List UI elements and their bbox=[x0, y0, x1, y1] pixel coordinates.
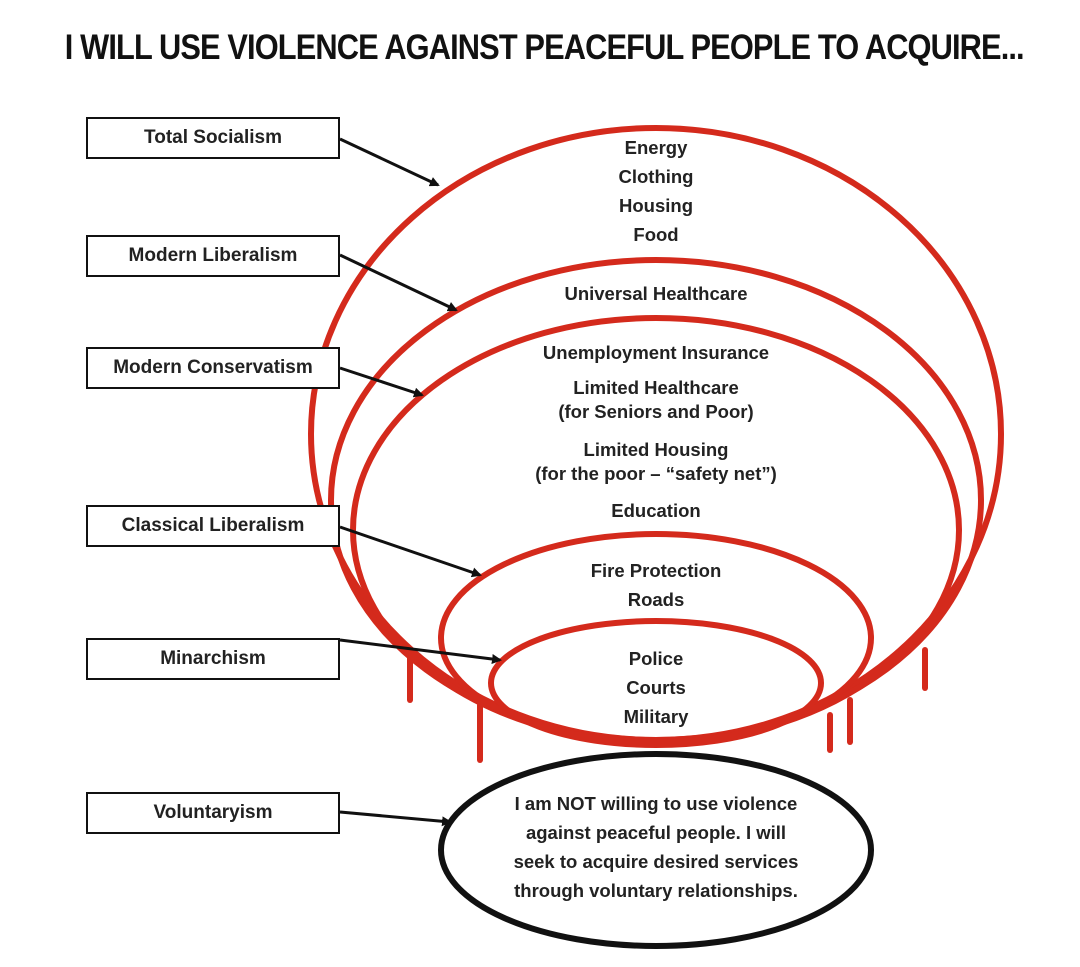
ring-item-text: seek to acquire desired services bbox=[514, 851, 799, 872]
ring-item-text: Universal Healthcare bbox=[564, 283, 747, 304]
label-voluntaryism: Voluntaryism bbox=[86, 792, 340, 834]
ring-item-text: Food bbox=[633, 224, 678, 245]
ring-item-text: against peaceful people. I will bbox=[526, 822, 786, 843]
diagram-title: I WILL USE VIOLENCE AGAINST PEACEFUL PEO… bbox=[64, 28, 1025, 67]
ring-item-text: Education bbox=[611, 500, 700, 521]
label-classical-liberalism: Classical Liberalism bbox=[86, 505, 340, 547]
ring-item-text: Energy bbox=[625, 137, 688, 158]
ring-item-text: (for the poor – “safety net”) bbox=[535, 463, 777, 484]
ring-item-text: Clothing bbox=[618, 166, 693, 187]
ring-item-text: Limited Housing bbox=[584, 439, 729, 460]
ring-item-text: I am NOT willing to use violence bbox=[515, 793, 798, 814]
blood-drips bbox=[407, 647, 928, 763]
ring-minarchism bbox=[488, 618, 824, 748]
label-total-socialism: Total Socialism bbox=[86, 117, 340, 159]
arrows bbox=[339, 137, 502, 827]
label-modern-conservatism: Modern Conservatism bbox=[86, 347, 340, 389]
ring-item-text: Police bbox=[629, 648, 684, 669]
ring-item-text: through voluntary relationships. bbox=[514, 880, 798, 901]
ring-item-text: Housing bbox=[619, 195, 693, 216]
ring-item-text: Courts bbox=[626, 677, 686, 698]
label-minarchism: Minarchism bbox=[86, 638, 340, 680]
voluntaryism-ellipse bbox=[438, 751, 874, 949]
ring-item-text: (for Seniors and Poor) bbox=[558, 401, 753, 422]
label-modern-liberalism: Modern Liberalism bbox=[86, 235, 340, 277]
ring-item-text: Military bbox=[624, 706, 689, 727]
ring-item-text: Fire Protection bbox=[591, 560, 722, 581]
ring-item-text: Roads bbox=[628, 589, 685, 610]
ring-item-text: Unemployment Insurance bbox=[543, 342, 769, 363]
ring-item-text: Limited Healthcare bbox=[573, 377, 739, 398]
